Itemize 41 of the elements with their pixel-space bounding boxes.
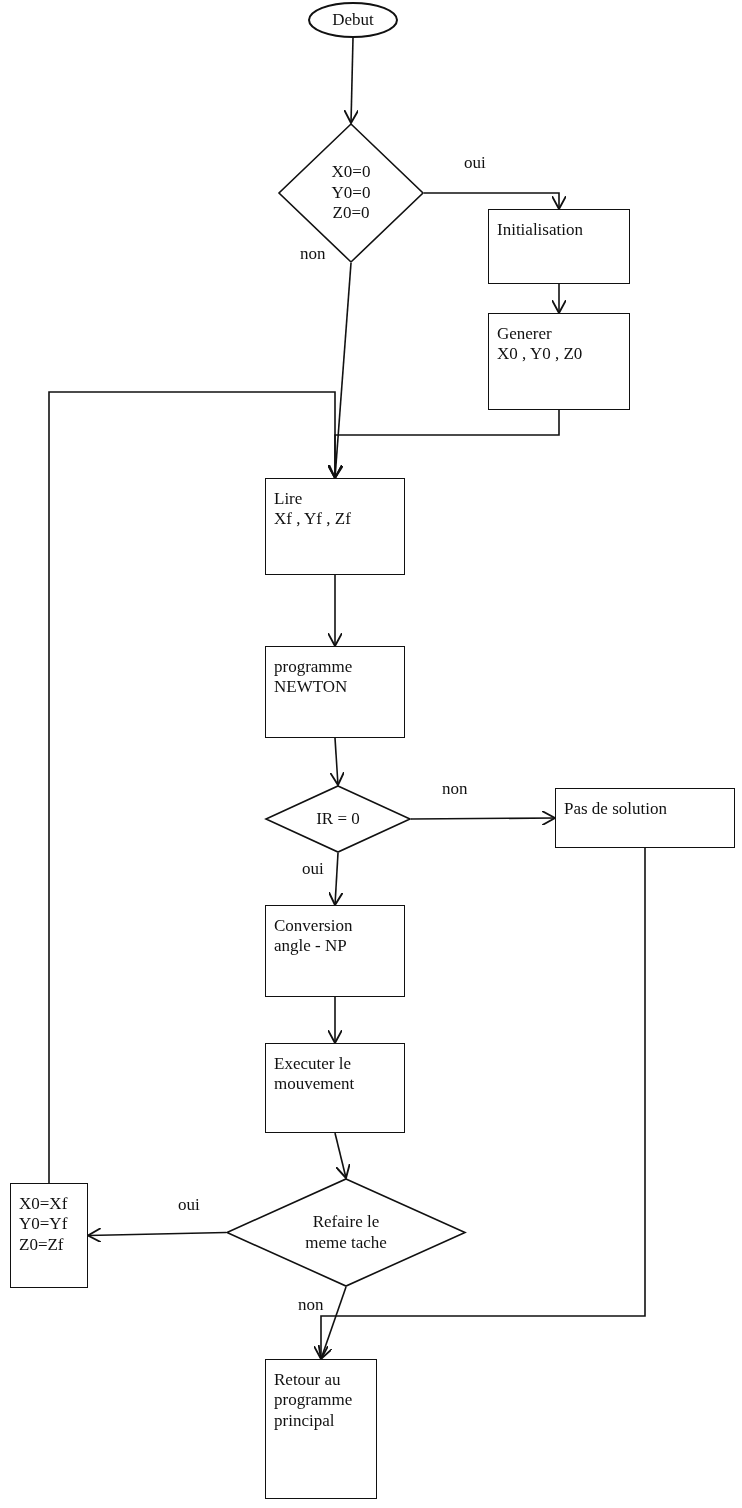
process-box xyxy=(555,788,735,848)
node-text: X0=Xf Y0=Yf Z0=Zf xyxy=(19,1194,69,1256)
node-text: Debut xyxy=(332,9,374,31)
process-box xyxy=(265,478,405,575)
node-text: Retour au programme principal xyxy=(274,1370,354,1432)
node-text: Xf , Yf , Zf xyxy=(274,509,351,530)
node-text: Lire xyxy=(274,489,303,510)
arrow xyxy=(48,391,343,1184)
arrow xyxy=(327,852,344,906)
node-text: X0 , Y0 , Z0 xyxy=(497,344,583,365)
arrow xyxy=(334,1132,351,1179)
node-text: Executer le mouvement xyxy=(274,1054,356,1095)
arrow xyxy=(327,996,343,1044)
arrow xyxy=(423,192,567,210)
node-text: Pas de solution xyxy=(564,799,667,820)
process-box xyxy=(488,209,630,284)
node-text: Conversion angle - NP xyxy=(274,916,354,957)
decision-diamond xyxy=(278,123,424,263)
node-text: IR = 0 xyxy=(316,808,360,830)
node-text: Initialisation xyxy=(497,220,583,241)
node-text: Generer xyxy=(497,324,552,345)
node-text: Refaire le meme tache xyxy=(304,1212,388,1253)
arrow xyxy=(551,283,567,314)
decision-diamond xyxy=(265,785,411,853)
process-box xyxy=(10,1183,88,1288)
arrow xyxy=(87,1227,227,1244)
arrow xyxy=(313,847,646,1360)
process-box xyxy=(265,646,405,738)
process-box xyxy=(265,1359,377,1499)
process-box xyxy=(265,905,405,997)
arrow xyxy=(328,262,352,479)
arrow xyxy=(317,1286,347,1360)
decision-diamond xyxy=(226,1178,466,1287)
process-box xyxy=(488,313,630,410)
process-box xyxy=(265,1043,405,1133)
node-text: X0=0 Y0=0 Z0=0 xyxy=(330,162,372,224)
arrow xyxy=(343,37,360,124)
arrow xyxy=(410,810,556,826)
node-text: programme NEWTON xyxy=(274,657,354,698)
arrow xyxy=(327,574,343,647)
arrow xyxy=(329,737,346,786)
